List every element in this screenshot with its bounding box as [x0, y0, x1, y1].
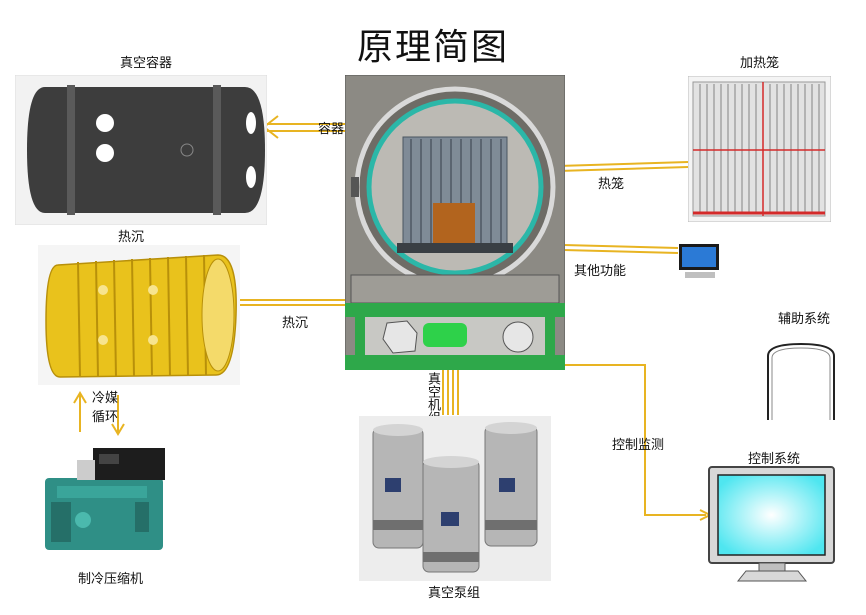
diagram-title: 原理简图 — [356, 27, 509, 68]
control-system-label: 控制系统 — [748, 452, 801, 467]
vacuum-vessel-image — [15, 75, 267, 225]
vacuum-pumps-image — [359, 416, 551, 581]
container-arrow-label: 容器 — [318, 122, 345, 137]
other-functions-monitor-icon — [679, 244, 719, 278]
heater-cage-image — [688, 76, 831, 222]
heat-sink-arrow-label: 热沉 — [282, 316, 309, 331]
heater-cage-label: 加热笼 — [740, 56, 780, 71]
vacuum-pumps-label: 真空泵组 — [428, 586, 481, 601]
heat-sink-label: 热沉 — [118, 230, 145, 245]
vacuum-unit-label: 真空机组 — [425, 372, 440, 424]
compressor-label: 制冷压缩机 — [78, 572, 144, 587]
control-monitor-label: 控制监测 — [612, 438, 665, 453]
heater-cage-arrow-label: 热笼 — [598, 177, 625, 192]
test-chamber-image — [345, 75, 565, 370]
coolant-label-1: 冷媒 — [92, 391, 119, 406]
coolant-label-2: 循环 — [92, 410, 119, 425]
other-functions-label: 其他功能 — [574, 264, 627, 279]
vacuum-vessel-label: 真空容器 — [120, 56, 173, 71]
aux-system-icon — [767, 342, 835, 420]
compressor-image — [45, 448, 165, 550]
control-system-monitor-image — [708, 466, 835, 582]
coolant-arrows — [73, 391, 125, 436]
aux-system-label: 辅助系统 — [778, 312, 831, 327]
heat-sink-image — [38, 245, 240, 385]
